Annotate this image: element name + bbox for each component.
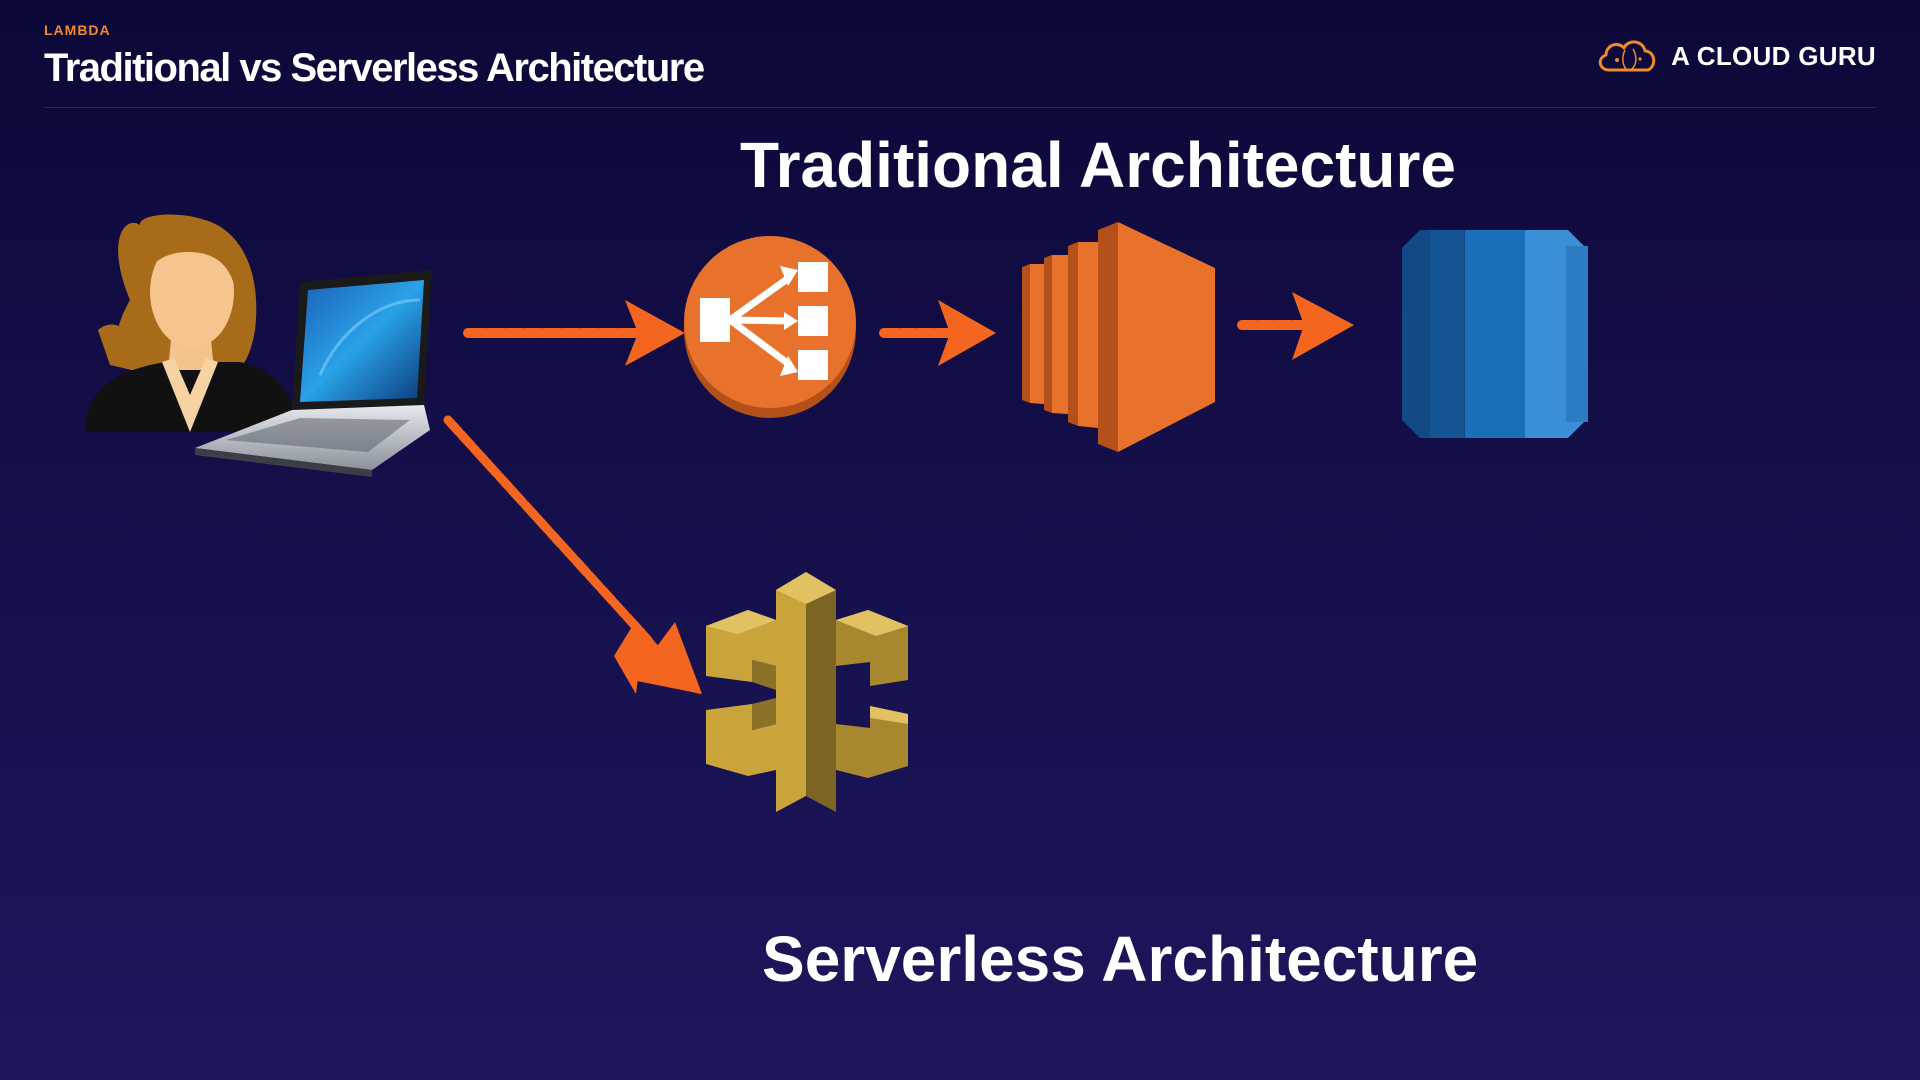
slide-header: LAMBDA Traditional vs Serverless Archite… (44, 22, 705, 91)
arrow-user-to-load-balancer (463, 300, 685, 366)
user-laptop-icon (85, 214, 432, 477)
header-divider (44, 107, 1876, 108)
traditional-architecture-title: Traditional Architecture (740, 129, 1456, 201)
elastic-load-balancer-icon (684, 236, 856, 418)
brand-name: A CLOUD GURU (1671, 40, 1876, 71)
arrow-ec2-to-database (1237, 292, 1354, 360)
topic-label: LAMBDA (44, 22, 111, 38)
arrow-load-balancer-to-ec2 (879, 300, 996, 366)
serverless-architecture-title: Serverless Architecture (762, 923, 1479, 995)
cloud-logo-icon (1598, 40, 1656, 72)
arrow-user-to-api-gateway (443, 415, 702, 694)
page-title: Traditional vs Serverless Architecture (44, 46, 705, 90)
ec2-instances-icon (1022, 222, 1215, 452)
brand-logo: A CLOUD GURU (1595, 36, 1876, 76)
api-gateway-icon (706, 572, 908, 812)
rds-database-icon (1402, 230, 1588, 438)
